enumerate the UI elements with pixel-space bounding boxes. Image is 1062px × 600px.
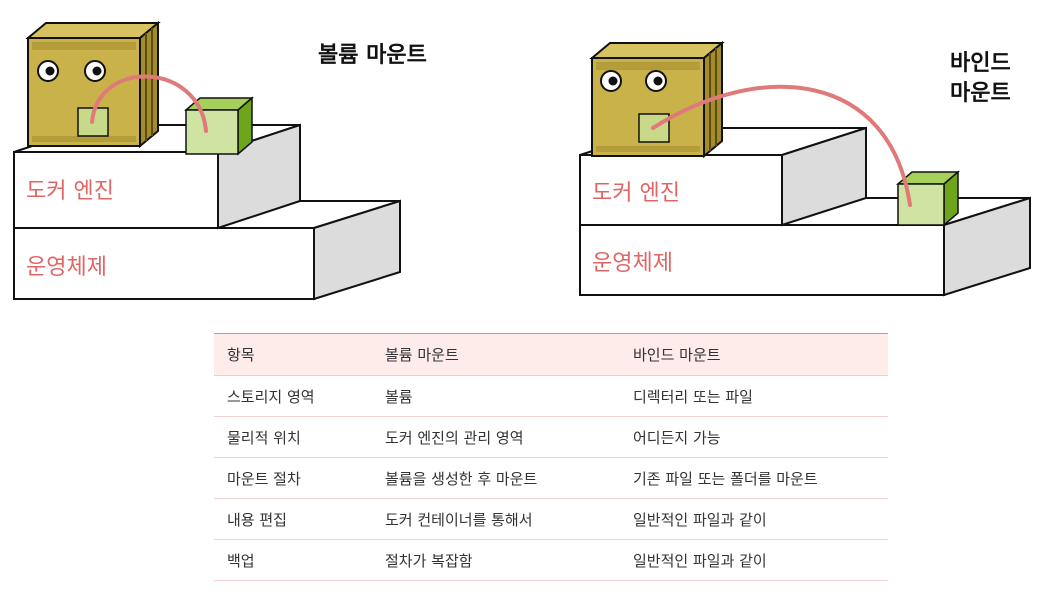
row-label: 스토리지 영역 [214, 375, 372, 417]
left-os-label: 운영체제 [26, 255, 107, 280]
left-title: 볼륨 마운트 [318, 43, 427, 68]
right-title-line2: 마운트 [950, 81, 1011, 106]
header-item: 항목 [214, 333, 372, 376]
volume-cell: 볼륨을 생성한 후 마운트 [372, 457, 620, 499]
header-volume-mount: 볼륨 마운트 [372, 333, 620, 376]
volume-cell: 도커 컨테이너를 통해서 [372, 498, 620, 540]
right-title-line1: 바인드 [950, 51, 1011, 76]
row-label: 내용 편집 [214, 498, 372, 540]
table-row: 마운트 절차 볼륨을 생성한 후 마운트 기존 파일 또는 폴더를 마운트 [214, 457, 888, 499]
right-mount-arc [651, 84, 912, 207]
table-row: 스토리지 영역 볼륨 디렉터리 또는 파일 [214, 375, 888, 417]
table-row: 내용 편집 도커 컨테이너를 통해서 일반적인 파일과 같이 [214, 498, 888, 540]
row-label: 마운트 절차 [214, 457, 372, 499]
table-row: 물리적 위치 도커 엔진의 관리 영역 어디든지 가능 [214, 416, 888, 458]
right-container-icon [589, 40, 725, 159]
volume-cell: 도커 엔진의 관리 영역 [372, 416, 620, 458]
table-row: 백업 절차가 복잡함 일반적인 파일과 같이 [214, 539, 888, 581]
right-os-label: 운영체제 [592, 251, 673, 276]
header-bind-mount: 바인드 마운트 [620, 333, 888, 376]
table-header-row: 항목 볼륨 마운트 바인드 마운트 [214, 333, 888, 376]
volume-mount-diagram: 도커 엔진 운영체제 볼륨 마운트 [13, 20, 427, 301]
bind-cell: 일반적인 파일과 같이 [620, 539, 888, 581]
volume-cell: 절차가 복잡함 [372, 539, 620, 581]
comparison-table: 항목 볼륨 마운트 바인드 마운트 스토리지 영역 볼륨 디렉터리 또는 파일 … [214, 333, 888, 581]
bind-mount-diagram: 도커 엔진 운영체제 바인드 마운트 [579, 40, 1031, 297]
row-label: 물리적 위치 [214, 416, 372, 458]
bind-cell: 디렉터리 또는 파일 [620, 375, 888, 417]
volume-cell: 볼륨 [372, 375, 620, 417]
mount-diagrams: 도커 엔진 운영체제 볼륨 마운트 [13, 20, 1031, 301]
right-engine-label: 도커 엔진 [592, 181, 680, 206]
bind-cell: 기존 파일 또는 폴더를 마운트 [620, 457, 888, 499]
left-engine-label: 도커 엔진 [26, 179, 114, 204]
row-label: 백업 [214, 539, 372, 581]
bind-cell: 일반적인 파일과 같이 [620, 498, 888, 540]
left-volume-icon [183, 96, 255, 156]
bind-cell: 어디든지 가능 [620, 416, 888, 458]
right-engine-block [579, 126, 867, 227]
left-container-icon [25, 20, 161, 149]
left-mount-arc [90, 74, 208, 133]
